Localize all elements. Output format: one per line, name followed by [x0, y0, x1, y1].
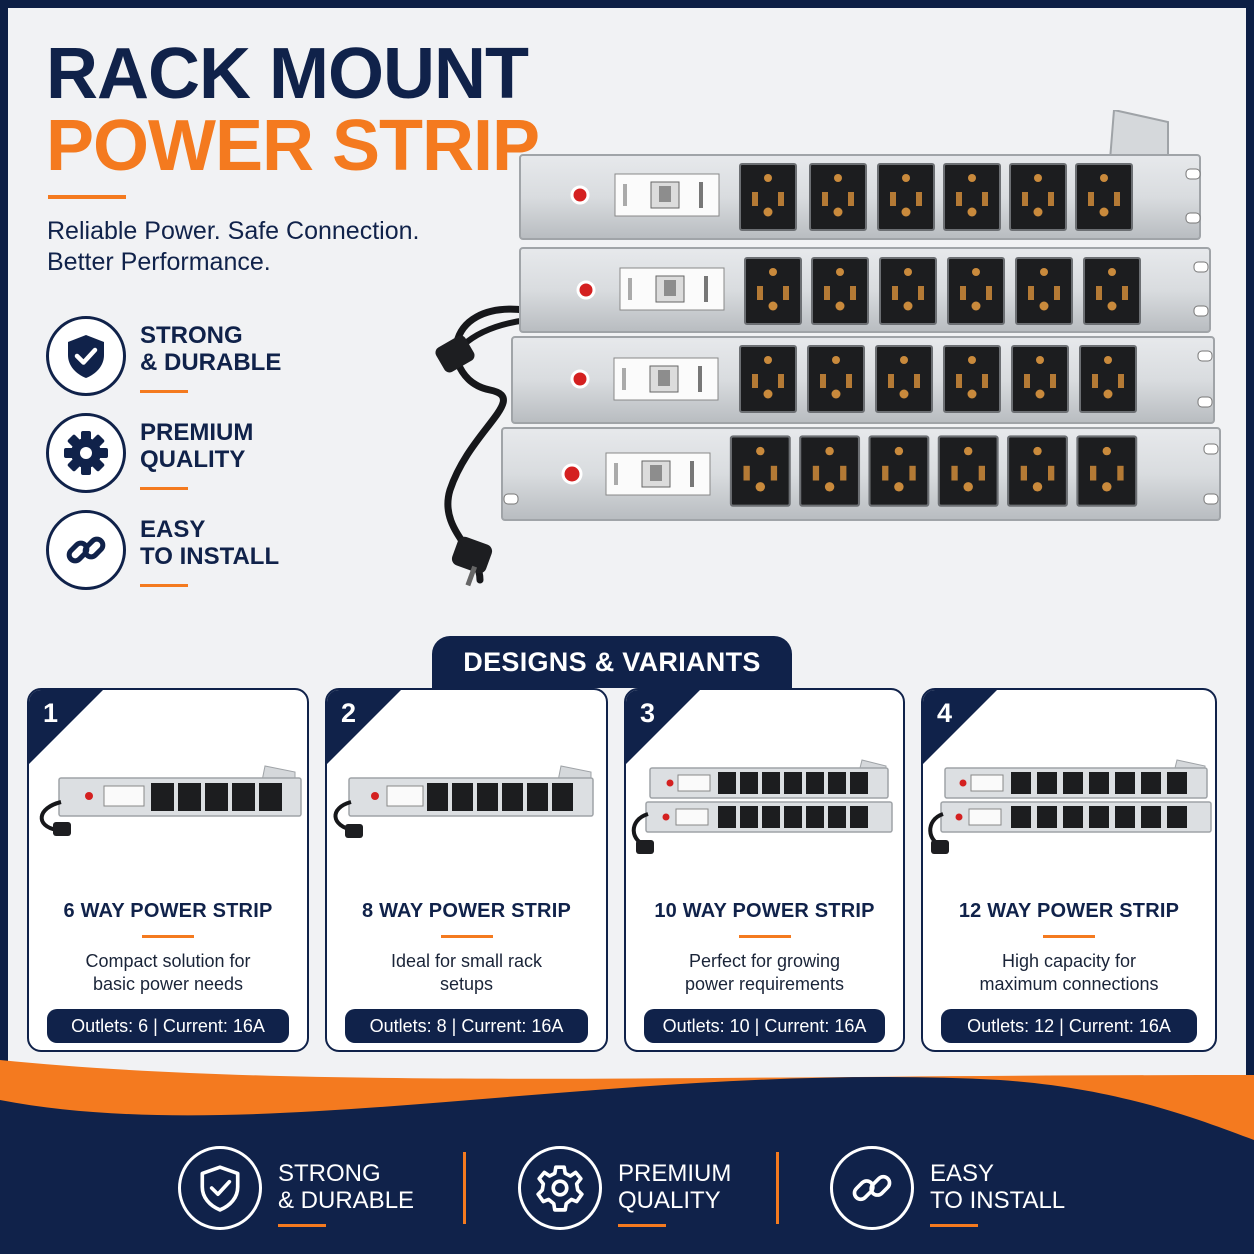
- card-corner: [29, 690, 103, 764]
- link-icon: [46, 510, 126, 590]
- gear-icon: [518, 1146, 602, 1230]
- bottom-feature-premium-quality: PREMIUM QUALITY: [518, 1146, 768, 1236]
- feature-line-2: QUALITY: [140, 446, 246, 473]
- feature-line-1: EASY: [140, 516, 206, 543]
- tagline: Reliable Power. Safe Connection. Better …: [47, 216, 419, 278]
- variant-number: 3: [640, 698, 656, 728]
- variant-name: 12 WAY POWER STRIP: [958, 900, 1180, 922]
- bottom-feature-strong-durable: STRONG & DURABLE: [178, 1146, 458, 1236]
- title-accent-rule: [48, 195, 126, 199]
- bottom-feature-accent-rule: [930, 1224, 978, 1227]
- 8-way-strip-image: [333, 765, 594, 838]
- variant-specs-badge: Outlets: 6 | Current: 16A: [47, 1009, 289, 1043]
- variant-name: 6 WAY POWER STRIP: [63, 900, 273, 922]
- bottom-feature-line-2: & DURABLE: [278, 1187, 415, 1214]
- bottom-feature-line-1: EASY: [930, 1160, 995, 1187]
- variant-card-8-way: 2 8 WAY POWER STRIP Ideal for small rack…: [325, 688, 608, 1052]
- variant-desc-line-1: Compact solution for: [85, 951, 251, 971]
- card-corner: [626, 690, 700, 764]
- variant-specs-badge: Outlets: 10 | Current: 16A: [644, 1009, 885, 1043]
- variant-card-10-way: 3 10 WAY POWER STRIP Perfect for growing: [624, 688, 905, 1052]
- feature-easy-install: EASY TO INSTALL: [46, 506, 406, 596]
- variant-accent-rule: [142, 935, 194, 938]
- bottom-feature-line-2: TO INSTALL: [930, 1187, 1066, 1214]
- feature-accent-rule: [140, 390, 188, 393]
- feature-accent-rule: [140, 584, 188, 587]
- variant-number: 2: [341, 698, 357, 728]
- bottom-feature-accent-rule: [278, 1224, 326, 1227]
- variant-card-6-way: 1 6 WAY POWER STRIP Compact solution for…: [27, 688, 309, 1052]
- feature-accent-rule: [140, 487, 188, 490]
- title-line-2: POWER STRIP: [46, 106, 540, 186]
- variant-desc-line-2: maximum connections: [979, 974, 1159, 994]
- feature-line-2: TO INSTALL: [140, 543, 280, 570]
- bottom-divider: [776, 1152, 779, 1224]
- bottom-feature-easy-install: EASY TO INSTALL: [830, 1146, 1090, 1236]
- tagline-line-2: Better Performance.: [47, 248, 271, 276]
- variant-description: Compact solution for basic power needs: [29, 950, 307, 996]
- variant-specs-badge: Outlets: 12 | Current: 16A: [941, 1009, 1197, 1043]
- variant-desc-line-1: High capacity for: [1001, 951, 1137, 971]
- feature-line-2: & DURABLE: [140, 349, 282, 376]
- variant-card-12-way: 4 12 WAY POWER STRIP High capacity for m: [921, 688, 1217, 1052]
- bottom-feature-line-2: QUALITY: [618, 1187, 721, 1214]
- variant-number: 4: [937, 698, 953, 728]
- link-icon: [830, 1146, 914, 1230]
- bottom-feature-line-1: PREMIUM: [618, 1160, 732, 1187]
- feature-strong-durable: STRONG & DURABLE: [46, 312, 406, 402]
- variant-name: 10 WAY POWER STRIP: [654, 900, 875, 922]
- power-strips-hero-image: [435, 110, 1221, 587]
- feature-line-1: STRONG: [140, 322, 243, 349]
- bottom-feature-accent-rule: [618, 1224, 666, 1227]
- card-corner: [327, 690, 401, 764]
- variant-number: 1: [43, 698, 59, 728]
- variant-desc-line-2: power requirements: [684, 974, 845, 994]
- 10-way-strip-image: [631, 759, 893, 854]
- variant-accent-rule: [738, 935, 791, 938]
- variant-desc-line-1: Perfect for growing: [688, 951, 841, 971]
- 12-way-strip-image: [928, 759, 1212, 854]
- feature-premium-quality: PREMIUM QUALITY: [46, 409, 406, 499]
- gear-icon: [46, 413, 126, 493]
- variant-desc-line-2: setups: [439, 974, 494, 994]
- shield-check-icon: [178, 1146, 262, 1230]
- shield-check-icon: [46, 316, 126, 396]
- variant-description: High capacity for maximum connections: [923, 950, 1215, 996]
- variant-name: 8 WAY POWER STRIP: [361, 900, 571, 922]
- title-line-1: RACK MOUNT: [46, 34, 529, 114]
- bottom-divider: [463, 1152, 466, 1224]
- variant-description: Ideal for small rack setups: [327, 950, 606, 996]
- tagline-line-1: Reliable Power. Safe Connection.: [47, 217, 420, 245]
- variant-accent-rule: [440, 935, 493, 938]
- variant-desc-line-1: Ideal for small rack: [390, 951, 543, 971]
- variant-description: Perfect for growing power requirements: [626, 950, 903, 996]
- variant-specs-badge: Outlets: 8 | Current: 16A: [345, 1009, 588, 1043]
- feature-line-1: PREMIUM: [140, 419, 254, 446]
- variant-desc-line-2: basic power needs: [92, 974, 244, 994]
- card-corner: [923, 690, 997, 764]
- 6-way-strip-image: [39, 765, 302, 836]
- bottom-feature-line-1: STRONG: [278, 1160, 381, 1187]
- variant-accent-rule: [1043, 935, 1095, 938]
- variants-heading: DESIGNS & VARIANTS: [432, 636, 792, 688]
